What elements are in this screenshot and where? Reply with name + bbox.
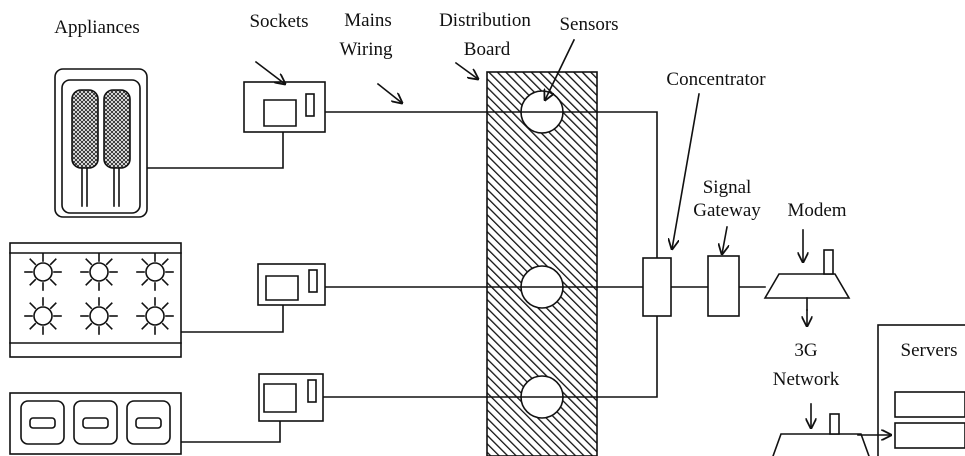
sensors-arrow: [545, 38, 576, 100]
stove-burners-icon: [9, 242, 182, 358]
gateway-label-line1: Signal: [703, 177, 752, 198]
sensor-2: [520, 265, 564, 309]
servers-label: Servers: [901, 340, 958, 361]
signal-gateway-arrow: [722, 226, 727, 254]
burner-icon: [80, 253, 118, 291]
mains-wiring-arrow: [376, 82, 402, 103]
fryer-icon: [54, 68, 148, 218]
burner-icon: [24, 297, 62, 335]
burner-icon: [80, 297, 118, 335]
distribution-label-line2: Board: [464, 39, 511, 60]
wire-bainmarie-to-socket: [180, 420, 281, 443]
network-label-line1: 3G: [794, 340, 818, 361]
burner-icon: [24, 253, 62, 291]
burner-icon: [136, 297, 174, 335]
distribution-label-line1: Distribution: [439, 10, 531, 31]
sensor-1: [520, 90, 564, 134]
server-icon: [894, 391, 965, 418]
sensor-3: [520, 375, 564, 419]
signal-gateway-box: [707, 255, 740, 317]
concentrator-box: [642, 257, 672, 317]
socket-icon: [257, 263, 326, 306]
network-modem-icon: [772, 413, 870, 456]
concentrator-label: Concentrator: [666, 69, 766, 90]
socket-icon: [258, 373, 324, 422]
mains-label-line2: Wiring: [339, 39, 393, 60]
modem-label: Modem: [787, 200, 846, 221]
wire-stove-to-socket: [180, 304, 284, 333]
modem-icon: [763, 249, 851, 311]
bain-marie-icon: [9, 392, 182, 455]
distribution-board-arrow: [454, 61, 478, 79]
socket-icon: [243, 81, 326, 133]
sensor-bus-wire-1: [562, 111, 658, 259]
appliances-label: Appliances: [54, 17, 139, 38]
sensors-label: Sensors: [559, 14, 618, 35]
sensor-bus-wire-3: [562, 315, 658, 398]
wire-fryer-to-socket: [146, 131, 284, 169]
servers-rack: [877, 324, 965, 456]
sockets-label: Sockets: [249, 11, 308, 32]
mains-label-line1: Mains: [344, 10, 392, 31]
network-label-line2: Network: [773, 369, 840, 390]
sockets-arrow: [254, 60, 285, 84]
gateway-label-line2: Gateway: [693, 200, 761, 221]
server-icon: [894, 422, 965, 449]
burner-icon: [136, 253, 174, 291]
concentrator-arrow: [672, 93, 700, 249]
